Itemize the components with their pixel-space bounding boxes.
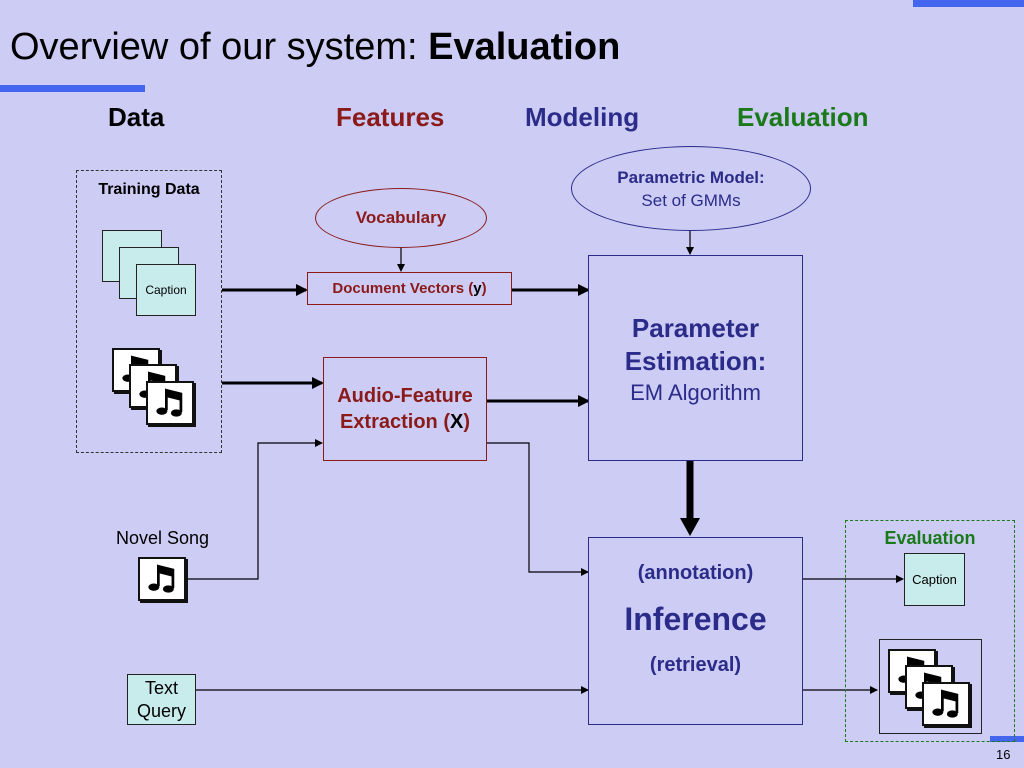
bottom-accent-bar [990,736,1024,742]
title-underline-bar [0,85,145,92]
parameter-estimation-node: Parameter Estimation: EM Algorithm [588,255,803,461]
estimation-line1: Parameter [631,313,760,343]
parametric-model-title: Parametric Model: [617,167,765,187]
training-caption-text: Caption [145,283,187,297]
inference-retrieval-label: (retrieval) [649,654,742,676]
audio-feature-line2: Extraction (X) [339,411,471,433]
novel-song-icon [138,557,186,601]
audio-feature-extraction-node: Audio-Feature Extraction (X) [323,357,487,461]
evaluation-panel [845,520,1015,742]
slide-title: Overview of our system: Evaluation [10,26,621,68]
retrieved-songs-frame [879,639,982,734]
inference-annotation-label: (annotation) [637,562,754,584]
novel-song-label: Novel Song [115,528,210,548]
vocabulary-label: Vocabulary [355,208,447,227]
parametric-model-subtitle: Set of GMMs [641,190,741,210]
training-song-3-icon [146,381,194,425]
inference-title: Inference [624,601,767,637]
evaluation-caption-text: Caption [912,572,957,587]
training-data-label: Training Data [98,181,200,198]
estimation-line3: EM Algorithm [630,380,761,405]
header-evaluation: Evaluation [737,102,869,132]
page-number: 16 [996,747,1011,762]
evaluation-caption-document: Caption [904,553,965,606]
vocabulary-node: Vocabulary [315,188,487,248]
doc-vectors-variable: y [473,280,482,297]
audio-feature-variable: X [450,411,464,433]
top-accent-bar [913,0,1024,7]
parametric-model-node: Parametric Model: Set of GMMs [571,146,811,231]
retrieved-song-3-icon [922,682,970,726]
evaluation-panel-label: Evaluation [884,528,976,548]
training-data-panel [76,170,222,453]
text-query-line2: Query [136,700,187,721]
text-query-line1: Text [144,677,178,698]
audio-feature-line1: Audio-Feature [337,385,473,407]
estimation-line2: Estimation: [624,346,767,376]
header-features: Features [336,102,445,132]
slide-title-emphasis: Evaluation [428,26,621,68]
header-data: Data [108,102,165,132]
header-modeling: Modeling [525,102,640,132]
training-caption-document: Caption [136,264,196,316]
text-query-node: Text Query [127,674,196,725]
document-vectors-node: Document Vectors (y) [307,272,512,305]
inference-node: (annotation) Inference (retrieval) [588,537,803,725]
